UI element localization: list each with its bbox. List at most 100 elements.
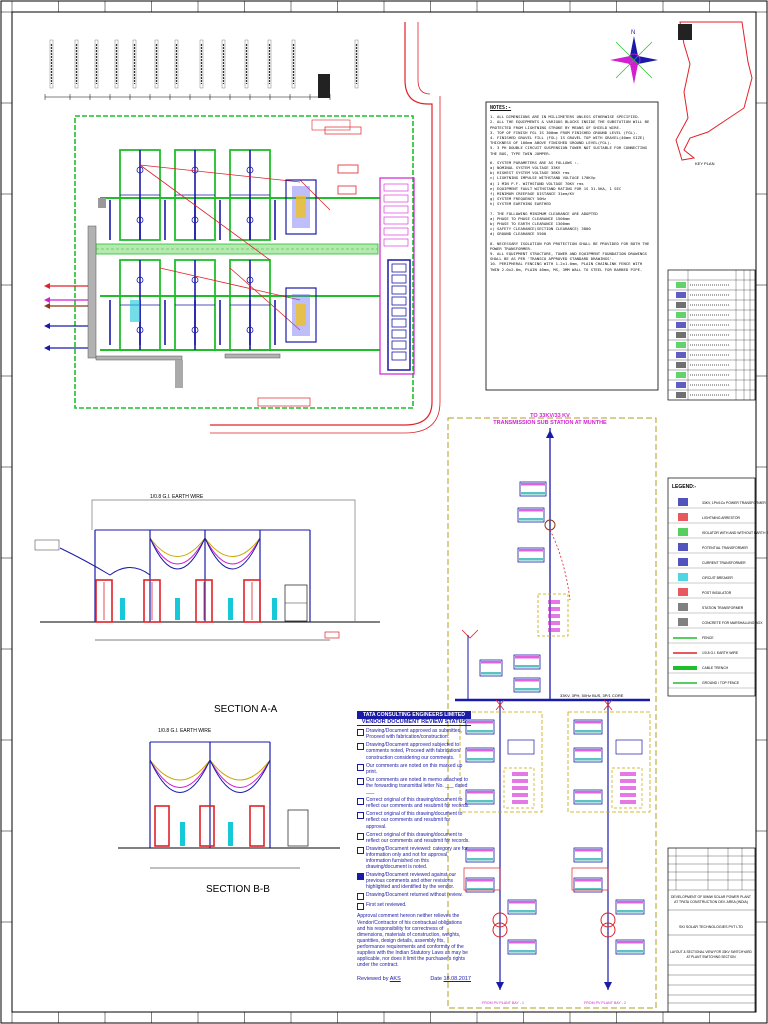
station-transformer-tag [479, 659, 503, 677]
legend-symbol-icon [678, 573, 688, 581]
sld-tag-head [575, 879, 601, 882]
legend-symbol-icon [678, 558, 688, 566]
legend-item-text: CURRENT TRANSFORMER [702, 561, 746, 565]
ct-core [548, 600, 560, 604]
stamp-option-text: Correct original of this drawing/documen… [366, 831, 470, 844]
bay-equipment-tag [573, 877, 603, 893]
stamp-signature-row: Reviewed by AKS Date 18.08.2017 [357, 976, 471, 982]
meter-box [615, 739, 643, 755]
schedule-symbol [676, 312, 686, 318]
sld-tag-foot [575, 758, 601, 761]
sld-tag-head [575, 791, 601, 794]
note-line: 6. SYSTEM PARAMETERS ARE AS FOLLOWS :- [490, 159, 580, 165]
earth-wire-label-a: 1/0.8 G.I. EARTH WIRE [150, 494, 204, 500]
current-transformer [228, 598, 233, 620]
gantry-frames [109, 149, 276, 351]
stamp-option: Correct original of this drawing/documen… [357, 832, 471, 844]
sld-tag-foot [509, 950, 535, 953]
sld-tag-foot [519, 518, 543, 521]
ground-tag [324, 631, 340, 639]
conductor-catenary [209, 759, 271, 793]
stamp-option: Drawing/Document reviewed against our pr… [357, 872, 471, 890]
note-line: 8. NECESSARY ISOLATION FOR PROTECTION SH… [490, 240, 650, 246]
legend-symbol-icon [678, 498, 688, 506]
schedule-symbol [676, 392, 686, 398]
power-transformer-label-box [571, 867, 609, 891]
legend-item-text: CIRCUIT BREAKER [702, 576, 733, 580]
stamp-option: Drawing/Document approved as submitted, … [357, 728, 471, 740]
conductor-catenary [209, 759, 271, 788]
earth-switch-icon [461, 629, 479, 639]
panel-cell [391, 351, 407, 361]
sld-tag-foot [515, 688, 539, 691]
sld-tag-foot [519, 558, 543, 561]
checkbox-icon [357, 873, 364, 881]
drawing-title-line-1: LAYOUT & SECTIONAL VIEW FOR 33KV SWITCHY… [670, 950, 752, 954]
schedule-symbol [676, 292, 686, 298]
legend-item-text: POTENTIAL TRANSFORMER [702, 546, 748, 550]
checkbox-icon [357, 893, 364, 901]
checkbox-icon [357, 832, 364, 840]
sld-tag-head [467, 721, 493, 724]
ct-core [512, 772, 528, 776]
power-transformer-1 [285, 179, 317, 235]
panel-cell [391, 329, 407, 339]
sld-tag-foot [575, 730, 601, 733]
feeder-left-label: FROM PV PLANT BAY - 1 [482, 1001, 524, 1005]
sld-tag-head [467, 879, 493, 882]
insulator-icon [136, 166, 144, 174]
conductor-catenary [204, 537, 261, 570]
sld-tag-head [467, 791, 493, 794]
bay-equipment-tag [465, 877, 495, 893]
stamp-footer-note: Approval comment hereon neither relieves… [357, 913, 468, 969]
current-transformer [180, 822, 185, 846]
schedule-symbol [676, 342, 686, 348]
section-b-b [118, 741, 340, 869]
ct-core [512, 793, 528, 797]
equipment-tag [132, 39, 137, 89]
bay-equipment-tag [465, 747, 495, 763]
equipment-tag [74, 39, 79, 89]
conductor-catenary [204, 537, 261, 557]
conductor-catenary [149, 537, 206, 565]
building-room [383, 238, 409, 247]
legend-symbol-icon [678, 513, 688, 521]
equipment-tag [154, 39, 159, 89]
isolator-icon [603, 699, 613, 711]
isolator-icon [495, 699, 505, 711]
bay-feeder-tag [615, 939, 645, 955]
stamp-option: First set reviewed. [357, 902, 471, 911]
legend-items: 33KV, 1Ph/1Co POWER TRANSFORMERLIGHTNING… [702, 501, 768, 685]
transformer-winding-icon [492, 912, 508, 928]
note-line: h) SYSTEM EARTHING EARTHED [490, 201, 551, 207]
insulator-icon [246, 166, 254, 174]
panel-cell [391, 285, 407, 295]
note-line: d) GROUND CLEARANCE 5500 [490, 231, 547, 237]
legend-symbol-icon [678, 603, 688, 611]
legend-item-text: FENCE [702, 636, 714, 640]
key-plan: KEY PLAN [675, 21, 753, 166]
building-room [383, 194, 409, 203]
conductor-catenary [149, 537, 206, 557]
note-line: c) SAFETY CLEARANCE(SECTION CLEARANCE) 3… [490, 226, 591, 232]
ct-group [537, 593, 569, 637]
transformer-winding-icon [492, 922, 508, 938]
note-line: a) NOMINAL SYSTEM VOLTAGE 33KV [490, 165, 561, 171]
insulator-icon [191, 166, 199, 174]
conductor [59, 547, 151, 576]
equipment-schedule-table [667, 269, 756, 401]
feeder-right-label: FROM PV PLANT BAY - 2 [584, 1001, 626, 1005]
note-line: a) PHASE TO PHASE CLEARANCE 1500mm [490, 215, 570, 221]
drawing-title-line-2: AT PLANT SWITCHING SECTION [686, 955, 736, 959]
arrow-icon [44, 303, 50, 309]
note-line: PROTECTED FROM LIGHTNING STROKE BY MEANS… [490, 124, 622, 130]
sld-tag-head [467, 749, 493, 752]
legend-item-text: LIGHTNING ARRESTOR [702, 516, 741, 520]
title-block: DEVELOPMENT OF 50MW SOLAR POWER PLANT AT… [667, 847, 756, 1013]
sld-tag-head [481, 661, 501, 664]
notes-lines: 1. ALL DIMENSIONS ARE IN MILLIMETERS UNL… [488, 114, 656, 272]
circuit-breaker [154, 805, 170, 847]
note-line: f) MINIMUM CREEPAGE DISTANCE 31mm/KV [490, 191, 575, 197]
stamp-options: Drawing/Document approved as submitted, … [357, 728, 471, 911]
ct-core [620, 779, 636, 783]
